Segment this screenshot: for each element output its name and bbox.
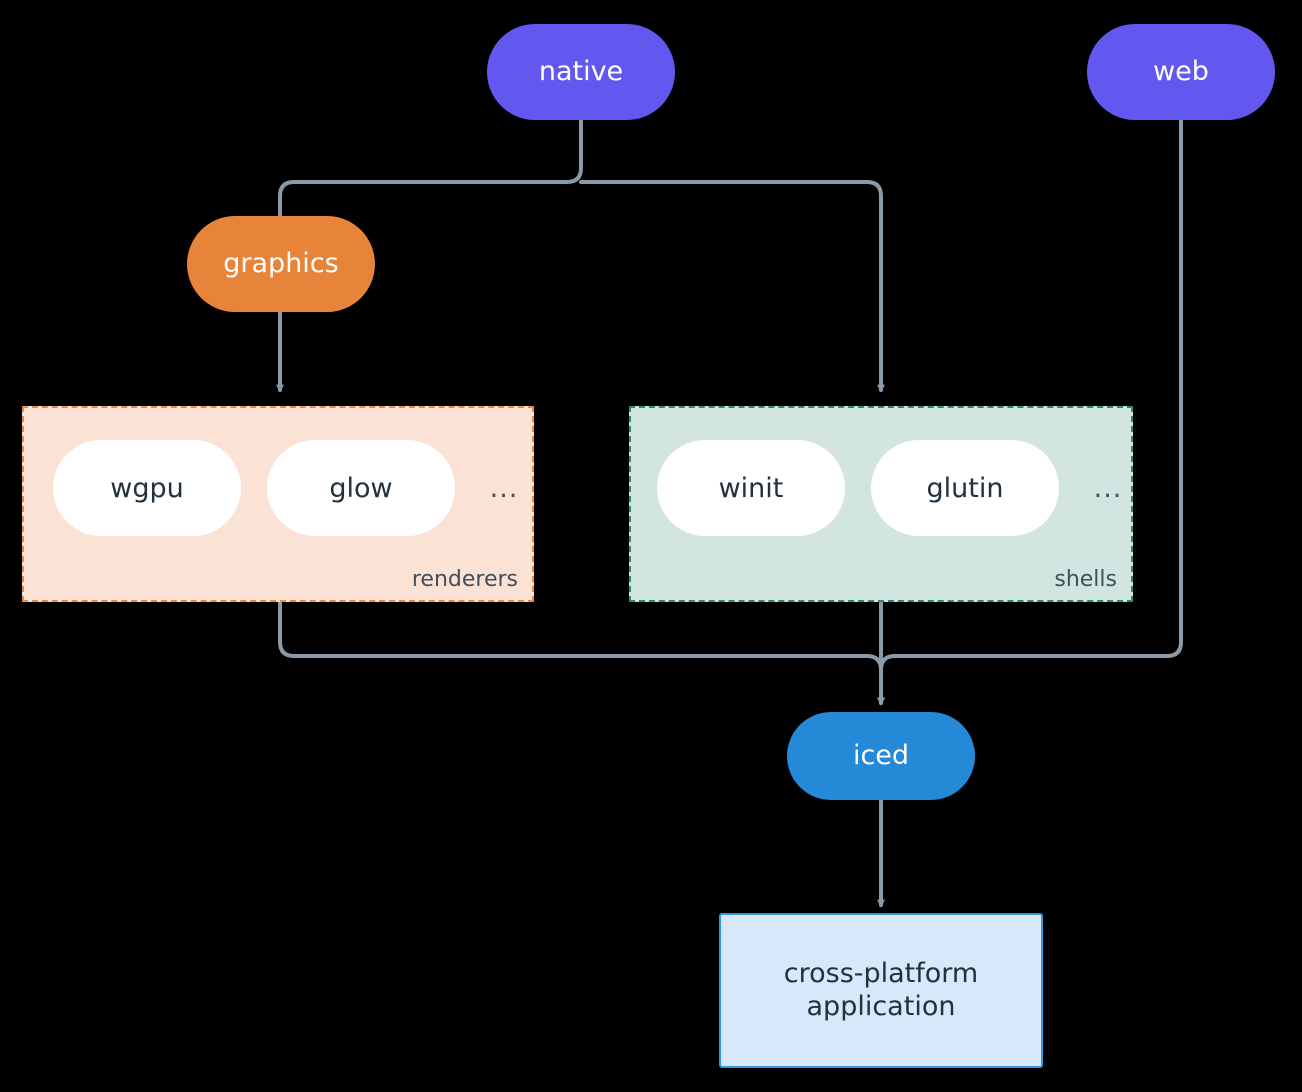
node-native[interactable]: native (487, 24, 675, 120)
group-renderers-item-wgpu-label: wgpu (110, 472, 184, 504)
group-shells-overflow-ellipsis: ... (1093, 472, 1123, 504)
node-web[interactable]: web (1087, 24, 1275, 120)
group-renderers-overflow-ellipsis: ... (489, 472, 519, 504)
edge-renderers-iced (278, 600, 885, 706)
group-renderers-label: renderers (411, 567, 518, 592)
group-shells-item-glutin[interactable]: glutin (871, 440, 1059, 536)
node-application-label: cross-platform application (783, 957, 979, 1022)
node-graphics[interactable]: graphics (187, 216, 375, 312)
group-renderers-item-glow-label: glow (329, 472, 393, 504)
node-application[interactable]: cross-platform application (719, 913, 1043, 1068)
edge-web-iced (877, 117, 1183, 706)
node-iced-label: iced (852, 739, 910, 771)
edge-native-bus (276, 117, 583, 227)
group-shells-item-winit-label: winit (718, 472, 784, 504)
node-native-label: native (538, 55, 624, 87)
group-renderers-item-glow[interactable]: glow (267, 440, 455, 536)
edge-native-shells (579, 180, 885, 393)
node-iced[interactable]: iced (787, 712, 975, 800)
group-shells-label: shells (1054, 567, 1117, 592)
group-shells: winit glutin ... shells (629, 406, 1133, 602)
group-renderers: wgpu glow ... renderers (22, 406, 534, 602)
group-shells-item-glutin-label: glutin (926, 472, 1004, 504)
node-graphics-label: graphics (223, 247, 339, 279)
node-web-label: web (1153, 55, 1209, 87)
group-renderers-item-wgpu[interactable]: wgpu (53, 440, 241, 536)
group-shells-item-winit[interactable]: winit (657, 440, 845, 536)
